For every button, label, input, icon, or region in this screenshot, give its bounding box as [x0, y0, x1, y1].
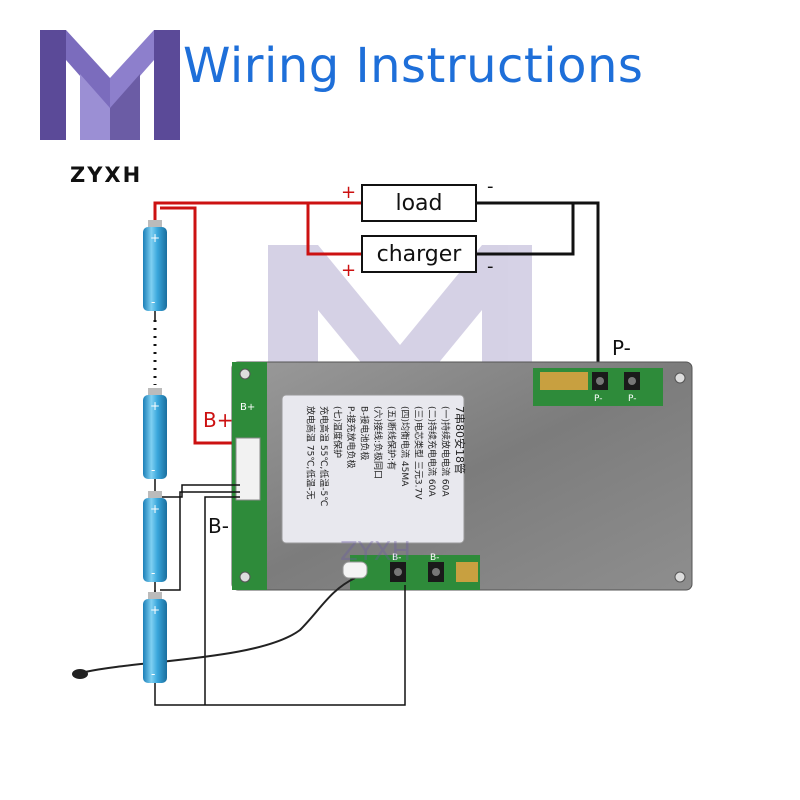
spec-label-line: (六)接线:负极同口 — [372, 406, 384, 479]
brand-logo — [40, 30, 180, 140]
svg-text:-: - — [151, 566, 155, 580]
svg-text:-: - — [151, 667, 155, 681]
spec-label-line: 充电高温 55℃,低温-5℃ — [318, 406, 330, 506]
svg-text:+: + — [150, 231, 160, 245]
bms-board — [231, 361, 693, 591]
bms-spec-label: 7串80安18管(一)持续放电电流 60A(二)持续充电电流 60A(三)电芯类… — [305, 406, 468, 506]
positive-wires — [153, 201, 362, 445]
svg-text:+: + — [150, 502, 160, 516]
watermark-text: ZYXH — [340, 537, 411, 567]
p-minus-label: P- — [612, 336, 631, 360]
spec-label-line: (三)电芯类型 三元3.7V — [413, 406, 425, 500]
b-plus-label: B+ — [203, 408, 234, 432]
svg-text:+: + — [150, 603, 160, 617]
negative-wires — [477, 201, 600, 368]
temperature-probe-wire — [84, 577, 356, 673]
charger-plus-sign: + — [341, 260, 357, 281]
silk-b-minus-1: B- — [392, 553, 401, 563]
spec-label-line: P-接充放电负极 — [345, 406, 357, 468]
spec-label-line: 7串80安18管 — [453, 406, 467, 474]
silk-p-minus-2: P- — [628, 394, 636, 404]
silk-b-minus-2: B- — [430, 553, 439, 563]
charger-minus-sign: - — [487, 256, 494, 277]
brand-name: ZYXH — [70, 163, 143, 187]
load-minus-sign: - — [487, 176, 494, 197]
spec-label-line: (四)均衡电流 45MA — [399, 406, 411, 487]
spec-label-line: (二)持续充电电流 60A — [426, 406, 438, 497]
svg-text:+: + — [150, 399, 160, 413]
battery-cell — [143, 491, 167, 582]
load-box: load — [361, 184, 477, 222]
battery-stack: + - + - + - + - — [143, 220, 167, 683]
silk-b-plus: B+ — [240, 402, 255, 413]
page-title: Wiring Instructions — [183, 38, 644, 94]
battery-cell — [143, 220, 167, 311]
svg-text:-: - — [151, 463, 155, 477]
temperature-probe — [72, 669, 88, 679]
svg-text:-: - — [151, 295, 155, 309]
spec-label-line: 放电高温 75℃,低温-无 — [305, 406, 317, 500]
spec-label-line: (五)断线保护:有 — [386, 406, 398, 470]
load-plus-sign: + — [341, 182, 357, 203]
charger-box: charger — [361, 235, 477, 273]
silk-p-minus-1: P- — [594, 394, 602, 404]
battery-cell — [143, 592, 167, 683]
b-minus-label: B- — [208, 514, 229, 538]
spec-label-line: B-接电池负极 — [359, 406, 371, 460]
spec-label-line: (七)温度保护 — [332, 406, 344, 458]
spec-label-line: (一)持续放电电流 60A — [440, 406, 452, 497]
battery-cell — [143, 388, 167, 479]
